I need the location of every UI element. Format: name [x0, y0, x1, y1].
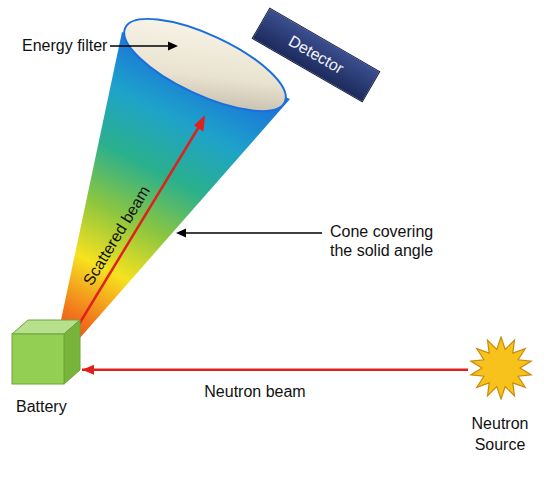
- source-label: Neutron Source: [464, 414, 536, 456]
- edge-label: Neutron beam: [204, 382, 305, 401]
- battery-cube: [10, 318, 82, 386]
- source-node: Neutron Source: [468, 336, 534, 400]
- leader-arrow: [176, 229, 322, 238]
- beam-connector: [82, 369, 468, 370]
- arrowhead: [82, 365, 94, 375]
- battery-node: Battery: [10, 318, 82, 386]
- leader-arrow: [110, 42, 178, 51]
- part-label: Cone covering the solid angle: [330, 222, 450, 260]
- connector-line: [82, 368, 468, 371]
- detector-label: Detector: [285, 32, 346, 78]
- neutron-source-star: [468, 336, 534, 400]
- part-label: Energy filter: [22, 36, 107, 55]
- battery-label: Battery: [16, 398, 67, 416]
